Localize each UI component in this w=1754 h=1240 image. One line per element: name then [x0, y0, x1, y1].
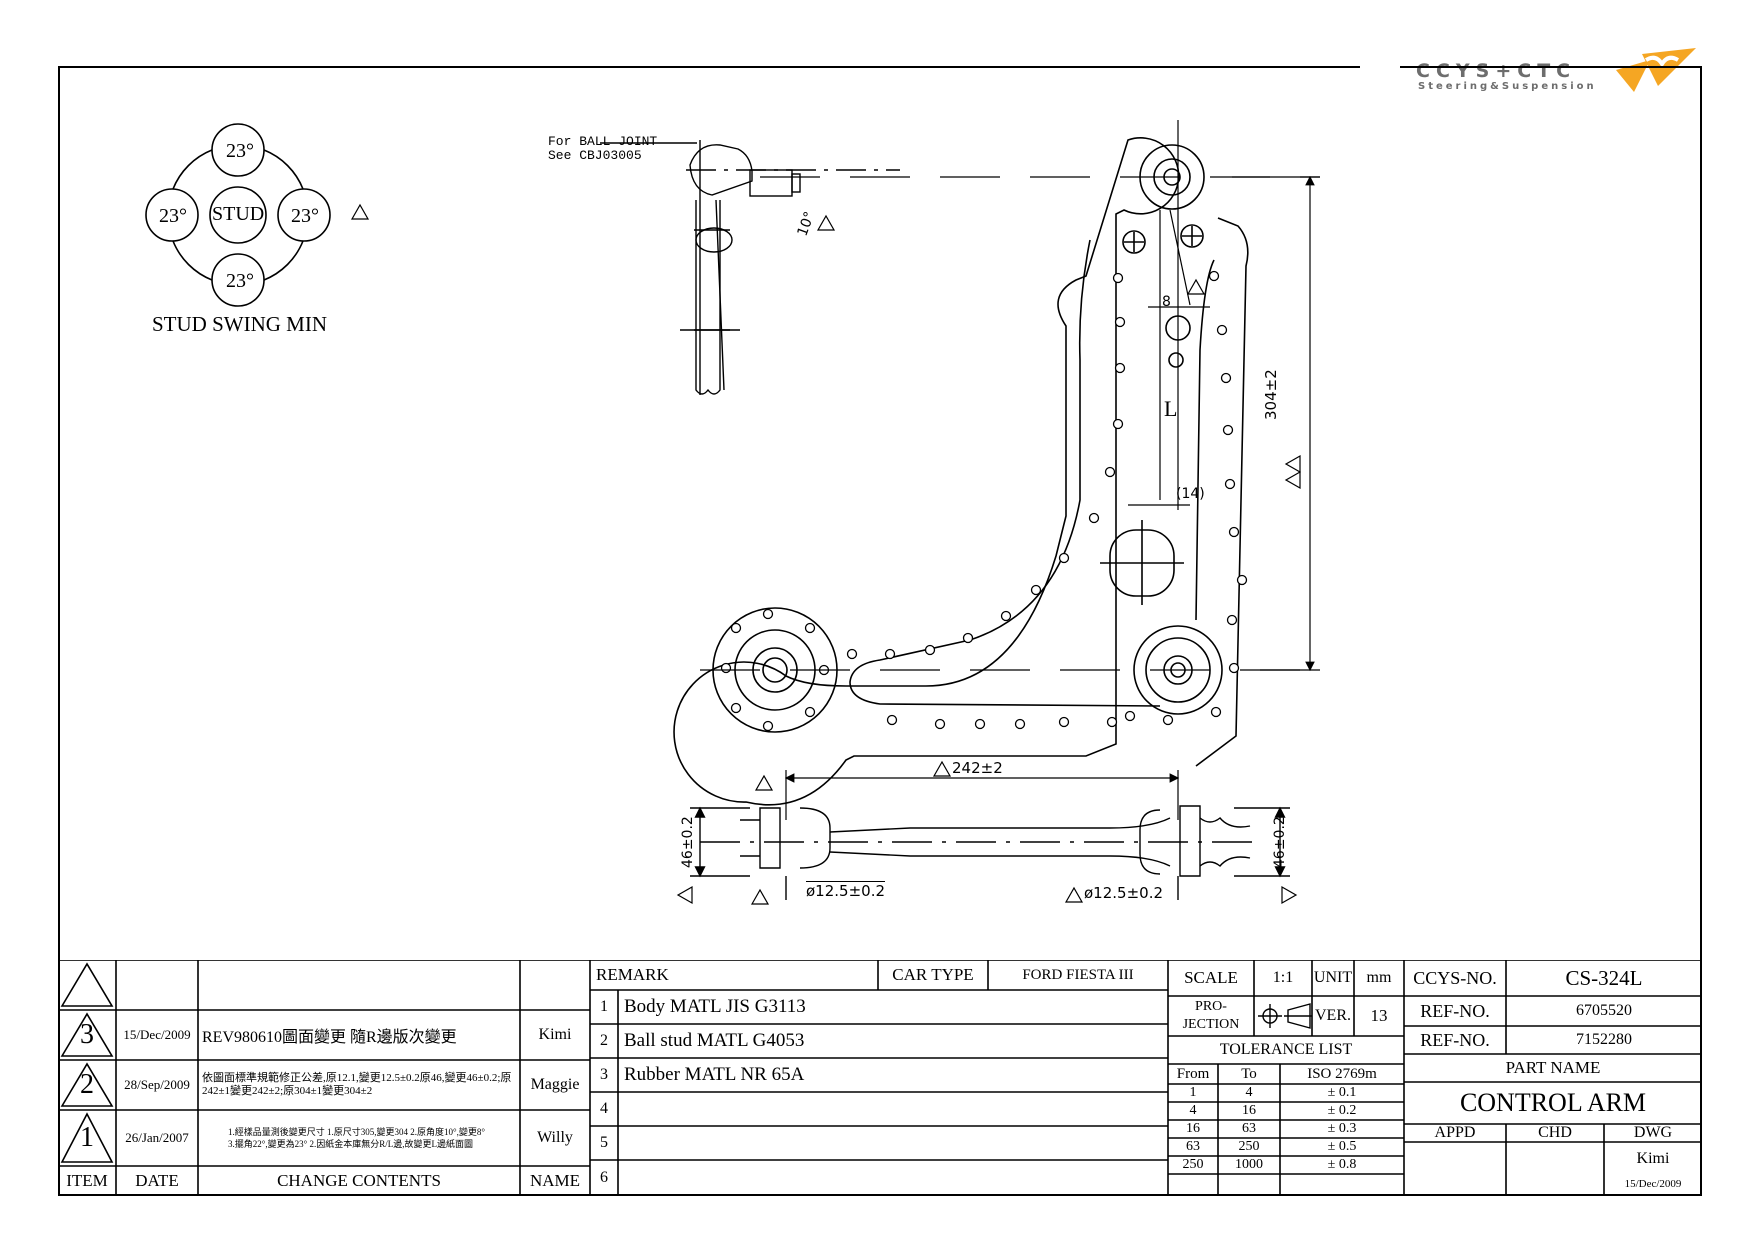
stud-label: STUD [212, 203, 265, 225]
version-value: 13 [1370, 1006, 1388, 1025]
part-name-label: PART NAME [1505, 1058, 1601, 1077]
revision-date-2: 28/Sep/2009 [124, 1077, 190, 1092]
scale-label: SCALE [1184, 968, 1238, 987]
stud-swing-bottom: 23° [226, 270, 254, 292]
revision-triangle-icon [350, 203, 370, 220]
header-change-contents: CHANGE CONTENTS [277, 1171, 441, 1190]
control-arm-side-view [690, 805, 1290, 900]
bore-right-dimension: ø12.5±0.2 [1084, 884, 1163, 902]
height-dimension: 304±2 [1262, 369, 1280, 420]
revision-item-3: 3 [80, 1019, 94, 1050]
stud-swing-right: 23° [291, 205, 319, 227]
ball-joint-note-line2: See CBJ03005 [548, 148, 642, 163]
offset-dimension: 8 [1162, 294, 1171, 310]
ref-no-value-2: 7152280 [1576, 1031, 1632, 1048]
ref-no-label-1: REF-NO. [1420, 1000, 1490, 1021]
revision-item-1: 1 [80, 1122, 94, 1153]
revision-contents-2: 依圖面標準規範修正公差,原12.1,變更12.5±0.2原46,變更46±0.2… [202, 1072, 512, 1097]
unit-value: mm [1366, 969, 1392, 986]
ball-joint-note-line1: For BALL JOINT [548, 134, 658, 149]
remark-no-3: 3 [600, 1066, 608, 1083]
remark-no-2: 2 [600, 1032, 608, 1049]
tolerance-title: TOLERANCE LIST [1219, 1041, 1353, 1058]
frame-gap [1360, 64, 1400, 68]
tolerance-value-2: ± 0.2 [1327, 1103, 1357, 1118]
tolerance-from-4: 63 [1186, 1139, 1200, 1154]
tolerance-header-iso: ISO 2769m [1307, 1065, 1377, 1082]
revision-contents-3: REV980610圖面變更 隨R邊版次變更 [202, 1029, 457, 1046]
revision-name-2: Maggie [530, 1076, 580, 1093]
projection-label-2: JECTION [1182, 1017, 1240, 1032]
remark-no-5: 5 [600, 1134, 608, 1151]
revision-name-3: Kimi [538, 1026, 572, 1043]
remark-no-4: 4 [600, 1100, 608, 1117]
flange-holes [720, 270, 1248, 732]
header-date: DATE [135, 1171, 179, 1190]
tolerance-value-4: ± 0.5 [1327, 1139, 1357, 1154]
ccys-no-label: CCYS-NO. [1413, 967, 1497, 988]
revision-name-1: Willy [537, 1129, 573, 1146]
tolerance-from-2: 4 [1189, 1103, 1197, 1118]
tolerance-value-3: ± 0.3 [1327, 1121, 1357, 1136]
tolerance-to-5: 1000 [1235, 1157, 1263, 1172]
length-label: L [1164, 396, 1178, 421]
projection-label-1: PRO- [1195, 999, 1227, 1014]
remark-text-2: Ball stud MATL G4053 [624, 1030, 805, 1051]
revision-contents-1: 1.經樣品量測後變更尺寸 1.原尺寸305,變更304 2.原角度10°,變更8… [228, 1127, 485, 1149]
remark-label: REMARK [596, 965, 669, 984]
tolerance-to-4: 250 [1238, 1139, 1260, 1154]
control-arm-plan-view [673, 137, 1249, 806]
header-name: NAME [529, 1171, 581, 1190]
ball-joint-view [600, 140, 900, 395]
tolerance-value-1: ± 0.1 [1327, 1085, 1357, 1100]
thickness-left-dimension: 46±0.2 [680, 816, 696, 868]
ref-no-label-2: REF-NO. [1420, 1029, 1490, 1050]
stud-swing-top: 23° [226, 140, 254, 162]
title-block: 3 15/Dec/2009 REV980610圖面變更 隨R邊版次變更 Kimi… [58, 960, 1702, 1196]
tolerance-from-3: 16 [1186, 1121, 1200, 1136]
width-dimension: 242±2 [952, 759, 1003, 777]
stud-swing-diagram [145, 123, 331, 307]
scale-value: 1:1 [1272, 969, 1294, 986]
brand-tagline: Steering&Suspension [1418, 81, 1597, 92]
tolerance-value-5: ± 0.8 [1327, 1157, 1357, 1172]
tolerance-to-1: 4 [1245, 1085, 1253, 1100]
stud-swing-caption: STUD SWING MIN [152, 312, 327, 336]
chd-label: CHD [1538, 1124, 1572, 1141]
tolerance-to-3: 63 [1242, 1121, 1256, 1136]
remark-text-3: Rubber MATL NR 65A [624, 1064, 805, 1085]
drawing-frame [58, 66, 1702, 1196]
projection-symbol-icon [1258, 1003, 1312, 1029]
tolerance-from-1: 1 [1189, 1085, 1197, 1100]
remark-no-6: 6 [600, 1169, 608, 1186]
revision-date-3: 15/Dec/2009 [123, 1027, 191, 1042]
ccys-no-value: CS-324L [1565, 965, 1643, 990]
tolerance-header-to: To [1241, 1065, 1257, 1082]
tolerance-from-5: 250 [1182, 1157, 1204, 1172]
part-name-value: CONTROL ARM [1459, 1088, 1647, 1117]
revision-item-2: 2 [80, 1069, 94, 1100]
brand-name: CCYS+CTC [1416, 60, 1577, 82]
dwg-name: Kimi [1636, 1150, 1670, 1167]
tolerance-header-from: From [1176, 1065, 1210, 1082]
remark-text-1: Body MATL JIS G3113 [624, 996, 806, 1017]
stud-swing-left: 23° [159, 205, 187, 227]
dwg-date: 15/Dec/2009 [1624, 1178, 1682, 1190]
unit-label: UNIT [1313, 969, 1353, 986]
version-label: VER. [1315, 1007, 1351, 1024]
bore-left-dimension: ø12.5±0.2 [806, 882, 885, 900]
car-type-value: FORD FIESTA III [1022, 966, 1134, 983]
tolerance-to-2: 16 [1242, 1103, 1256, 1118]
thickness-right-dimension: 46±0.2 [1272, 816, 1288, 868]
car-type-label: CAR TYPE [892, 965, 974, 984]
ref-no-value-1: 6705520 [1576, 1002, 1632, 1019]
revision-date-1: 26/Jan/2007 [125, 1130, 189, 1145]
appd-label: APPD [1434, 1124, 1476, 1141]
remark-no-1: 1 [600, 998, 608, 1015]
title-block-grid [58, 960, 1702, 1196]
dwg-label: DWG [1633, 1124, 1673, 1141]
gap-dimension: (14) [1176, 486, 1205, 502]
header-item: ITEM [66, 1171, 108, 1190]
